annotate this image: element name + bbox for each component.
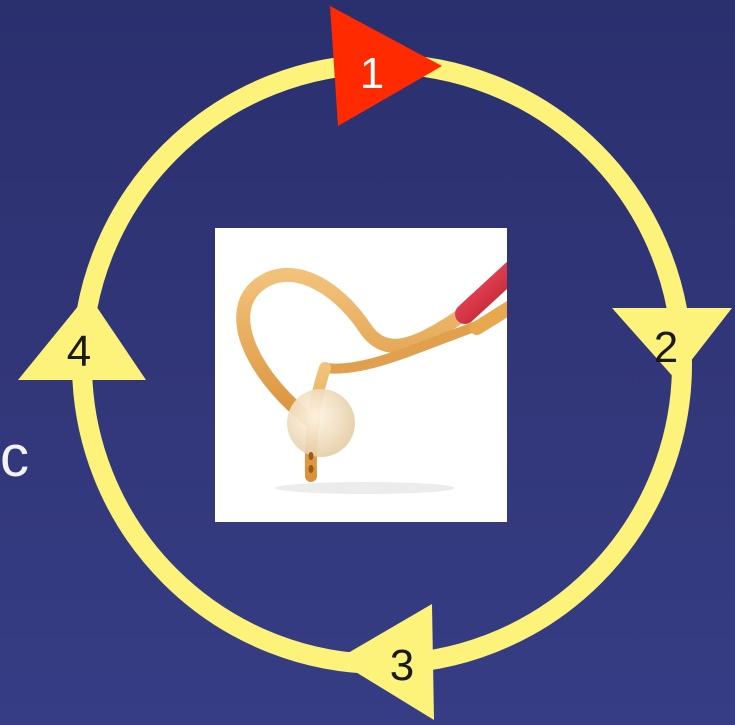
step-3-arrow-icon <box>336 604 434 720</box>
catheter-photo-icon <box>215 228 507 522</box>
step-2-label: 2 <box>654 323 678 372</box>
step-3-label: 3 <box>390 641 414 690</box>
step-4-label: 4 <box>67 327 91 376</box>
step-1-label: 1 <box>360 49 384 98</box>
cycle-step-1: 1 <box>330 6 442 126</box>
catheter-photo <box>215 228 507 522</box>
cycle-step-2: 2 <box>612 308 732 380</box>
cycle-step-4: 4 <box>18 294 146 380</box>
step-1-arrow-icon <box>330 6 442 126</box>
cycle-step-3: 3 <box>336 604 434 720</box>
